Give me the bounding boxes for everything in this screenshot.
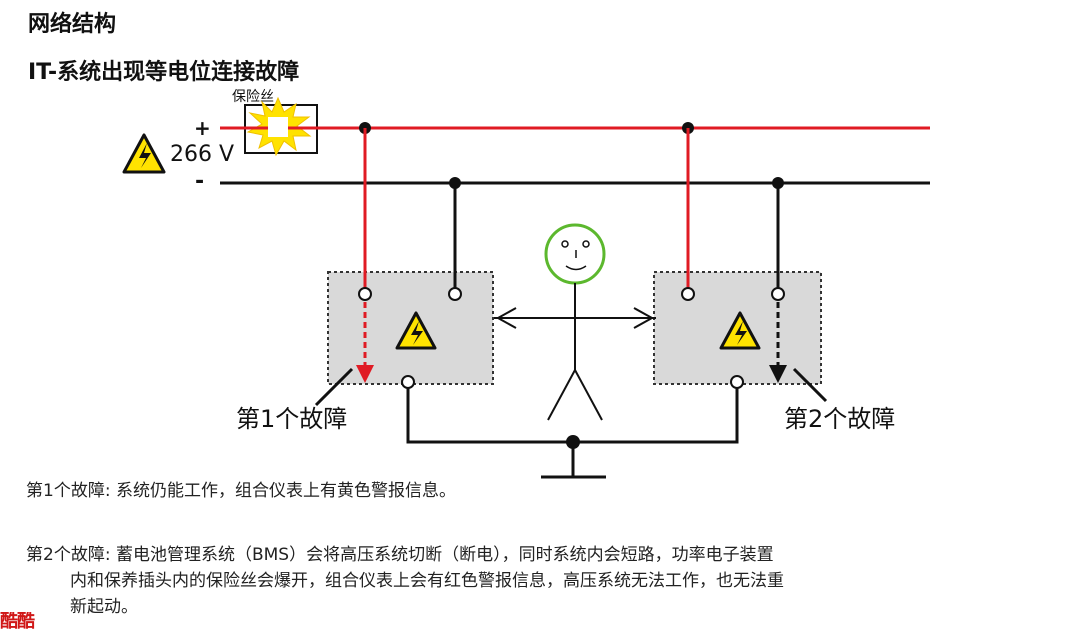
voltage-label: 266 V bbox=[170, 142, 234, 167]
it-system-fault-diagram: + 266 V - 保险丝 bbox=[122, 89, 930, 479]
page-subtitle: IT-系统出现等电位连接故障 bbox=[28, 60, 300, 85]
plus-sign: + bbox=[194, 116, 211, 140]
fault-2-line-1: 第2个故障: 蓄电池管理系统（BMS）会将高压系统切断（断电），同时系统内会短路… bbox=[26, 545, 774, 565]
fault-1-description: 第1个故障: 系统仍能工作，组合仪表上有黄色警报信息。 bbox=[26, 481, 456, 501]
terminal bbox=[730, 375, 744, 389]
warning-icon bbox=[719, 311, 761, 350]
minus-sign: - bbox=[195, 169, 204, 194]
terminal bbox=[358, 287, 372, 301]
person-figure bbox=[494, 223, 656, 421]
fault-2-line-3: 新起动。 bbox=[70, 597, 138, 617]
page-title: 网络结构 bbox=[28, 12, 117, 37]
fault-2-line-2: 内和保养插头内的保险丝会爆开，组合仪表上会有红色警报信息，高压系统无法工作，也无… bbox=[70, 571, 784, 591]
terminal bbox=[681, 287, 695, 301]
warning-icon bbox=[395, 311, 437, 350]
blown-fuse bbox=[220, 96, 318, 157]
terminal bbox=[448, 287, 462, 301]
terminal bbox=[401, 375, 415, 389]
ground-wire bbox=[406, 388, 739, 444]
fuse-label: 保险丝 bbox=[232, 89, 274, 105]
high-voltage-warning-icon bbox=[122, 133, 166, 174]
fault-2-label: 第2个故障 bbox=[784, 405, 895, 433]
terminal bbox=[771, 287, 785, 301]
brand-logo: 酷酷 bbox=[0, 612, 35, 632]
fault-1-label: 第1个故障 bbox=[236, 405, 347, 433]
fault-2-description: 第2个故障: 蓄电池管理系统（BMS）会将高压系统切断（断电），同时系统内会短路… bbox=[26, 542, 1026, 620]
